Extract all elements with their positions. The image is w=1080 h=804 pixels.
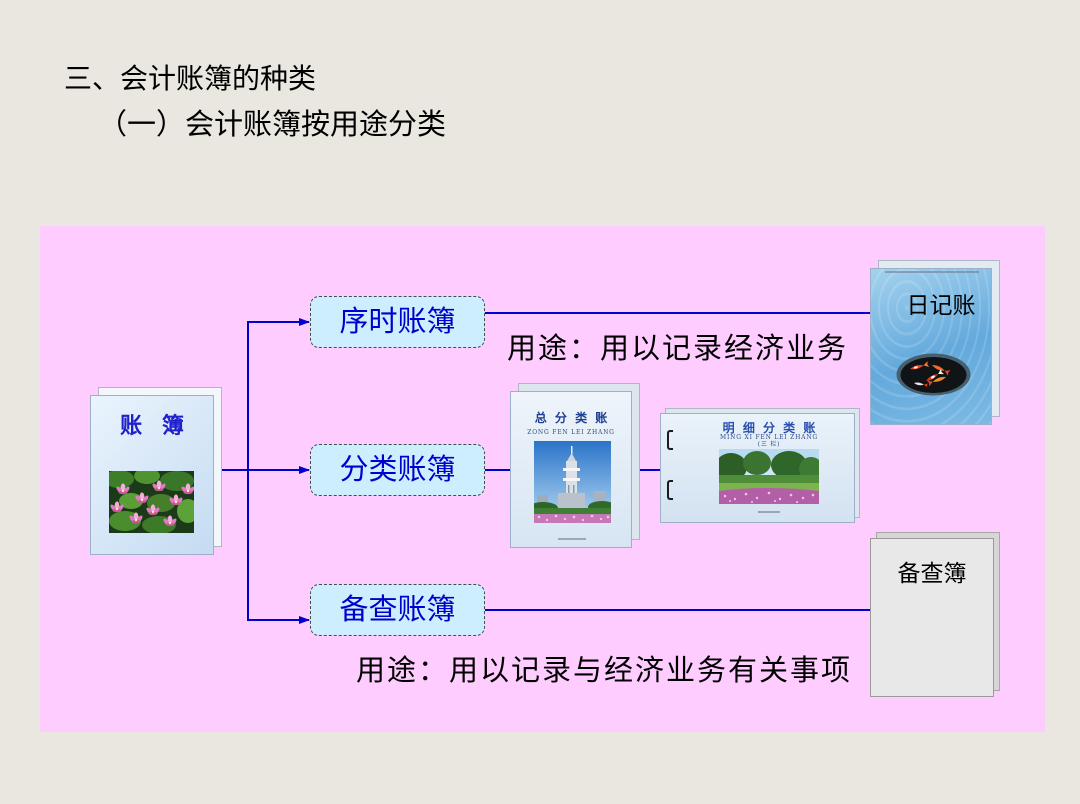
- chronological-usage-text: 用途：用以记录经济业务: [507, 331, 849, 365]
- subsidiary-ledger-note: (三 栏): [757, 441, 781, 448]
- illegible-caption: [885, 271, 979, 273]
- subsidiary-ledger-title: 明 细 分 类 账: [722, 421, 818, 435]
- general-ledger-title: 总 分 类 账: [534, 411, 610, 425]
- slide-subheading: （一）会计账簿按用途分类: [98, 107, 447, 141]
- memorandum-book-title: 备查簿: [897, 561, 967, 587]
- book-cover: 备查簿: [870, 538, 994, 697]
- ledger-book-title: 账 簿: [120, 413, 190, 439]
- tower-image: [534, 441, 611, 523]
- ledger-book: 账 簿: [90, 387, 222, 555]
- connector-lines: [222, 312, 870, 624]
- journal-book: 日记账: [870, 260, 1000, 425]
- fish-pond-image: [896, 353, 971, 396]
- general-ledger-pinyin: ZONG FEN LEI ZHANG: [527, 429, 615, 436]
- binding-clip: [667, 430, 673, 450]
- book-cover: 总 分 类 账 ZONG FEN LEI ZHANG: [510, 391, 632, 548]
- slide-heading: 三、会计账簿的种类: [64, 62, 317, 95]
- general-ledger-book: 总 分 类 账 ZONG FEN LEI ZHANG: [510, 383, 640, 548]
- illegible-caption: [558, 538, 586, 540]
- illegible-caption: [758, 511, 780, 513]
- book-cover: 账 簿: [90, 395, 214, 555]
- lotus-pond-image: [109, 471, 194, 533]
- binding-clip: [667, 480, 673, 500]
- memorandum-ledger-box: 备查账簿: [310, 584, 485, 636]
- book-cover: 明 细 分 类 账 MING XI FEN LEI ZHANG (三 栏): [660, 413, 855, 523]
- garden-image: [719, 449, 819, 504]
- book-cover: 日记账: [870, 268, 992, 425]
- diagram-panel: 账 簿: [40, 226, 1045, 732]
- subsidiary-ledger-pinyin: MING XI FEN LEI ZHANG: [720, 434, 818, 441]
- subsidiary-ledger-book: 明 细 分 类 账 MING XI FEN LEI ZHANG (三 栏): [660, 408, 860, 523]
- chronological-ledger-box: 序时账簿: [310, 296, 485, 348]
- classified-ledger-box: 分类账簿: [310, 444, 485, 496]
- journal-book-title: 日记账: [906, 293, 976, 319]
- memorandum-book: 备查簿: [870, 532, 1000, 697]
- memorandum-usage-text: 用途：用以记录与经济业务有关事项: [356, 653, 853, 687]
